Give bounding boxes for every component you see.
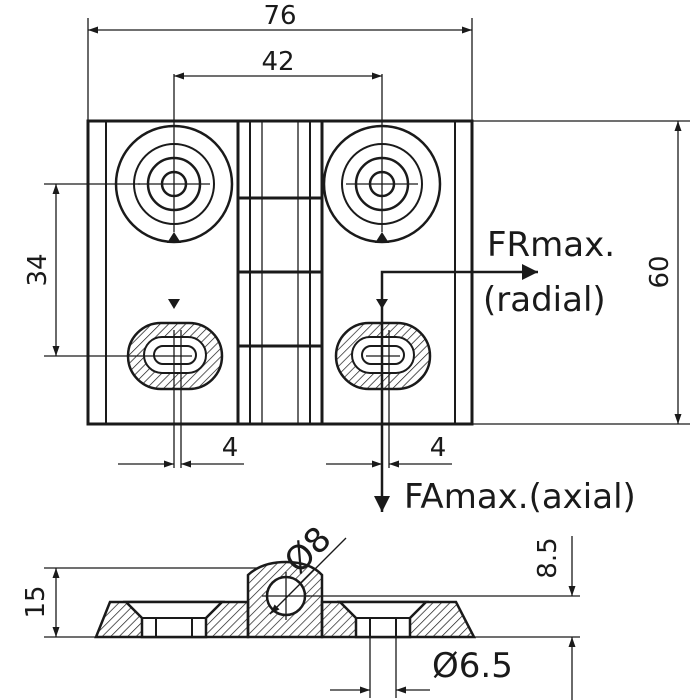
dimension-15-label: 15 — [21, 585, 51, 618]
dimension-hole-spacing-horizontal: 42 — [174, 47, 382, 80]
dimension-height-overall: 60 — [472, 120, 690, 425]
dimension-hole-diameter-label: Ø6.5 — [432, 646, 513, 686]
dimension-76-label: 76 — [263, 1, 296, 31]
dimension-4-right-label: 4 — [430, 433, 447, 463]
left-hole-section — [122, 600, 226, 639]
front-view: 76 42 34 60 4 4 — [23, 1, 690, 517]
dimension-slot-offset-right: 4 — [326, 433, 452, 468]
dimension-60-label: 60 — [645, 255, 675, 288]
dimension-hole-diameter: Ø6.5 — [330, 646, 513, 694]
section-view: 15 Ø8 8.5 Ø6.5 — [21, 519, 580, 700]
dimension-slot-offset-left: 4 — [118, 433, 244, 468]
dimension-width-overall: 76 — [87, 1, 473, 121]
force-radial-note: (radial) — [483, 280, 606, 320]
dimension-thickness: 15 — [21, 567, 258, 638]
dimension-pin-center-height: 8.5 — [306, 536, 580, 700]
dimension-34-label: 34 — [23, 253, 53, 286]
force-radial: FRmax. (radial) — [380, 225, 615, 320]
hinge-knuckle — [236, 121, 324, 424]
right-hole-section — [336, 600, 430, 698]
dimension-hole-spacing-vertical: 34 — [23, 183, 158, 357]
dimension-4-left-label: 4 — [222, 433, 239, 463]
force-axial-label: FAmax.(axial) — [404, 477, 636, 517]
dimension-8-5-label: 8.5 — [533, 537, 563, 578]
force-axial: FAmax.(axial) — [374, 318, 636, 517]
force-radial-label: FRmax. — [487, 225, 615, 265]
lower-left-slot — [126, 299, 224, 391]
dimension-42-label: 42 — [261, 47, 294, 77]
